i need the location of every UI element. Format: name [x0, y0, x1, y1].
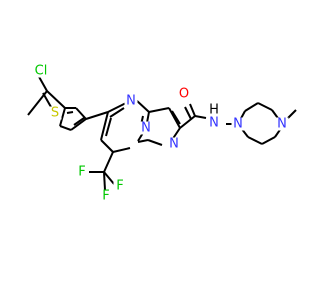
bond-10 [66, 111, 74, 114]
bond-0 [37, 74, 48, 92]
bond-43 [247, 136, 263, 145]
atom-n-pyrazole-background [167, 137, 181, 151]
bond-30 [103, 171, 115, 185]
atom-label-o: O [179, 87, 189, 102]
atom-label-n-piperazine-1: N [233, 117, 243, 132]
bond-8 [75, 107, 87, 120]
bond-5 [59, 125, 72, 131]
atom-f-right-background [99, 189, 113, 203]
atom-n-bridge-background [139, 121, 153, 135]
atom-nh-h-background [207, 103, 221, 117]
atom-n-piperazine-1-background [231, 117, 245, 131]
atom-n-piperazine-4-background [275, 117, 289, 131]
atom-label-f-left: F [78, 165, 85, 180]
atom-label-cl: Cl [35, 64, 48, 79]
bond-34 [184, 106, 192, 120]
atom-cl-background [34, 64, 48, 78]
bond-27 [137, 139, 149, 143]
atom-label-nh-n: N [209, 116, 219, 131]
atom-label-n-pyrazole: N [169, 137, 179, 152]
bond-32 [179, 115, 196, 129]
atom-label-n-piperazine-4: N [277, 117, 287, 132]
bond-39 [257, 102, 273, 111]
bond-12 [107, 102, 127, 113]
bond-6 [70, 118, 87, 131]
bond-26 [147, 139, 163, 146]
bond-14 [135, 99, 150, 113]
bond-2 [27, 90, 48, 116]
atom-o-background [177, 87, 191, 101]
bond-33 [189, 103, 196, 117]
bond-4 [59, 107, 66, 127]
atom-label-s: S [51, 106, 59, 121]
bond-3 [46, 90, 66, 109]
atom-label-f-center: F [116, 179, 123, 194]
atom-f-center-background [113, 179, 127, 193]
atom-n-pyrimidine-background [124, 94, 138, 108]
bond-23 [168, 107, 181, 129]
atom-label-f-right: F [102, 189, 109, 204]
bond-13 [109, 107, 125, 118]
bond-42 [261, 136, 276, 145]
atom-label-n-pyrimidine: N [126, 94, 136, 109]
bond-11 [85, 111, 109, 120]
atom-f-left-background [75, 165, 89, 179]
atom-label-nh-h: H [209, 103, 219, 118]
bond-22 [148, 107, 170, 113]
atom-s-background [48, 106, 62, 120]
bond-18 [112, 147, 131, 153]
bond-38 [244, 102, 259, 112]
atom-label-n-bridge: N [141, 121, 151, 136]
bond-20 [100, 111, 109, 141]
bond-21 [105, 117, 112, 137]
bond-19 [100, 139, 114, 153]
bond-35 [194, 115, 207, 119]
bond-24 [171, 110, 181, 125]
bond-31 [103, 171, 106, 191]
bond-28 [103, 151, 114, 173]
bond-lines [27, 74, 297, 191]
atom-nh-n-background [207, 116, 221, 130]
bond-7 [73, 117, 85, 126]
